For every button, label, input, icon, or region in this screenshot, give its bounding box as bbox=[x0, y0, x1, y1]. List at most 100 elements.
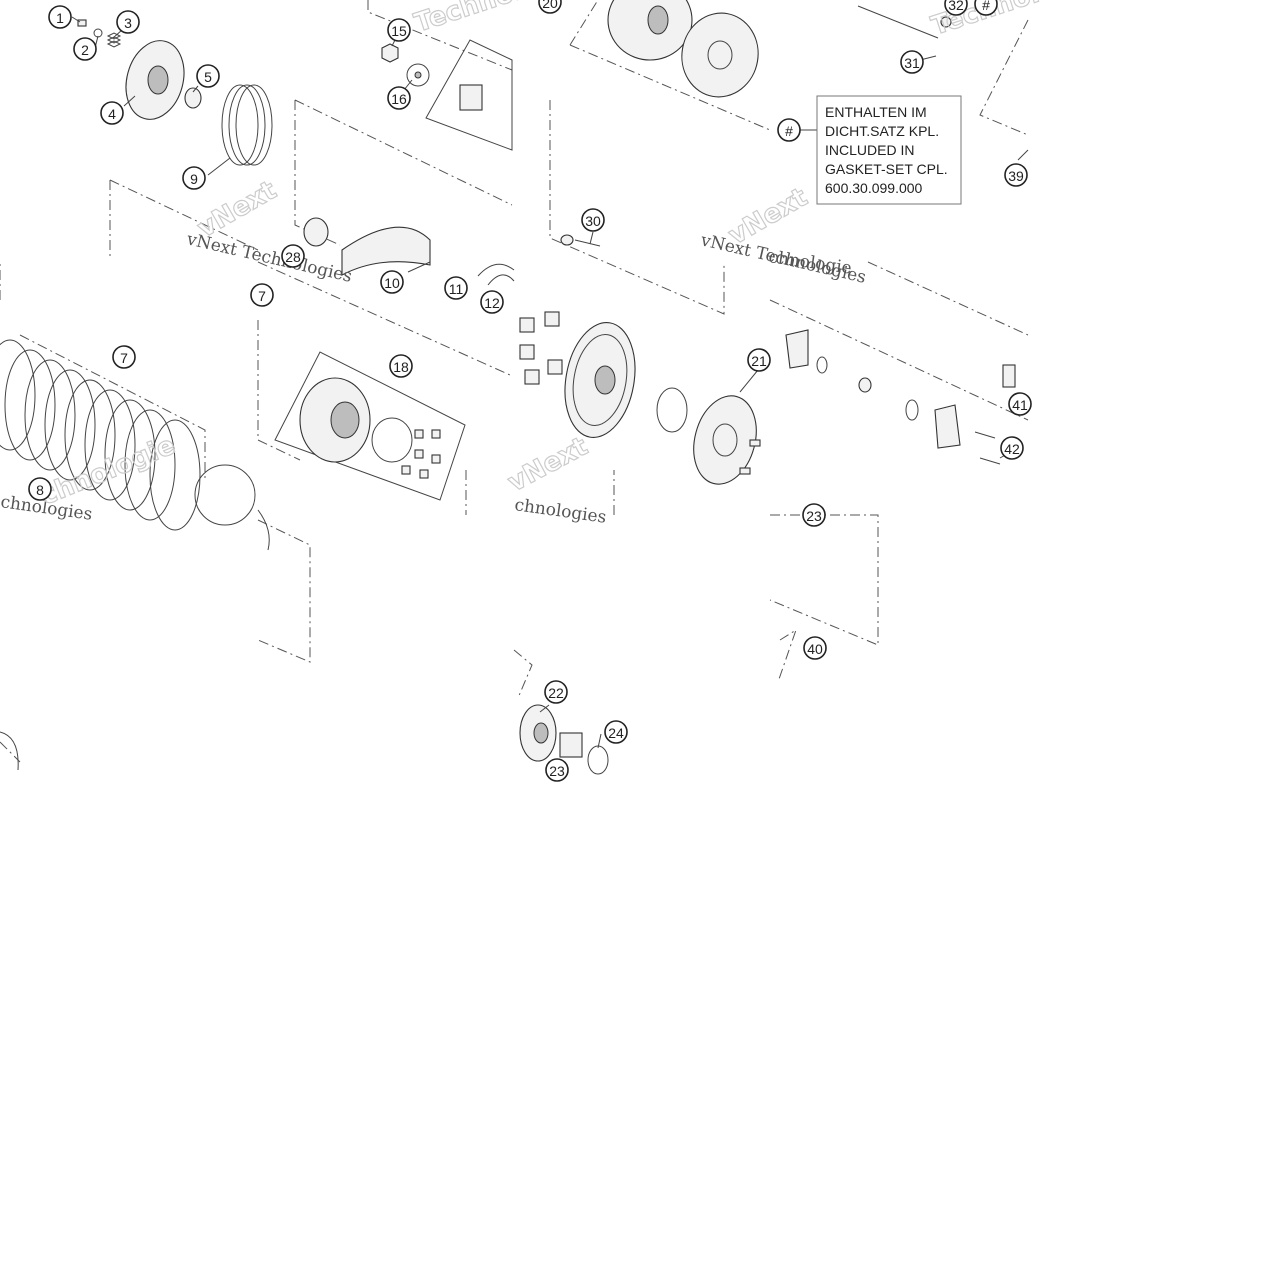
assembly-outlines bbox=[0, 0, 1029, 763]
callout-number: 1 bbox=[56, 10, 64, 26]
gasket-note: ENTHALTEN IM DICHT.SATZ KPL. INCLUDED IN… bbox=[816, 95, 962, 205]
callout-number: 40 bbox=[807, 641, 823, 657]
clutch-drum-part bbox=[341, 226, 431, 276]
callout-c18: 18 bbox=[389, 354, 413, 378]
callout-c31: 31 bbox=[900, 50, 924, 74]
retainer-plate-part bbox=[693, 395, 757, 485]
parts bbox=[0, 0, 1016, 775]
bearing-part bbox=[184, 87, 202, 109]
clutch-plates-part bbox=[0, 334, 256, 531]
callout-circle bbox=[581, 208, 605, 232]
callout-number: 12 bbox=[484, 295, 500, 311]
clutch-pack-top bbox=[221, 84, 273, 166]
callout-circle bbox=[538, 0, 562, 14]
inner-hub-frame bbox=[425, 39, 513, 151]
callout-c3: 3 bbox=[116, 10, 140, 34]
note-line: DICHT.SATZ KPL. bbox=[825, 123, 939, 139]
callout-circle bbox=[747, 348, 771, 372]
callout-circle bbox=[387, 86, 411, 110]
callout-number: 23 bbox=[806, 508, 822, 524]
callout-number: 39 bbox=[1008, 168, 1024, 184]
callout-c22: 22 bbox=[544, 680, 568, 704]
primary-gear-part bbox=[564, 322, 636, 438]
callout-circle bbox=[48, 5, 72, 29]
callout-c8: 8 bbox=[28, 477, 52, 501]
note-line: INCLUDED IN bbox=[825, 142, 914, 158]
callout-number: 5 bbox=[204, 69, 212, 85]
callout-circle bbox=[900, 50, 924, 74]
callout-c30: 30 bbox=[581, 208, 605, 232]
slave-housing-part bbox=[785, 329, 809, 369]
pin-part bbox=[574, 239, 601, 247]
callout-circle bbox=[545, 758, 569, 782]
callout-circle bbox=[28, 477, 52, 501]
callout-circle bbox=[73, 37, 97, 61]
callout-number: 42 bbox=[1004, 441, 1020, 457]
callout-number: 32 bbox=[948, 0, 964, 13]
washer-24-part bbox=[587, 745, 609, 775]
callout-circle bbox=[444, 276, 468, 300]
callout-number: 15 bbox=[391, 23, 407, 39]
callout-c21: 21 bbox=[747, 348, 771, 372]
callout-number: 7 bbox=[120, 350, 128, 366]
callout-circle bbox=[1000, 436, 1024, 460]
callout-circle bbox=[100, 101, 124, 125]
callout-circle bbox=[387, 18, 411, 42]
callout-c20: 20 bbox=[538, 0, 562, 14]
callout-c11: 11 bbox=[444, 276, 468, 300]
callout-number: # bbox=[785, 123, 793, 139]
note-box bbox=[816, 95, 962, 205]
callout-c12: 12 bbox=[480, 290, 504, 314]
callout-circle bbox=[196, 64, 220, 88]
callout-circle bbox=[380, 270, 404, 294]
callout-c10: 10 bbox=[380, 270, 404, 294]
callout-c5: 5 bbox=[196, 64, 220, 88]
callout-number: 28 bbox=[285, 249, 301, 265]
callout-c9: 9 bbox=[182, 166, 206, 190]
callout-c39: 39 bbox=[1004, 163, 1028, 187]
callout-chash1: # bbox=[777, 118, 801, 142]
callout-circle bbox=[182, 166, 206, 190]
watermark-text: vNext bbox=[503, 432, 593, 499]
callout-circle bbox=[1008, 392, 1032, 416]
callout-circle bbox=[389, 354, 413, 378]
callout-c15: 15 bbox=[387, 18, 411, 42]
callout-number: 11 bbox=[449, 281, 464, 297]
hub-frame-18 bbox=[274, 351, 466, 501]
callout-circle bbox=[974, 0, 998, 16]
seal-ring-part bbox=[303, 217, 329, 247]
basket-plate-part bbox=[681, 12, 759, 98]
callout-circle bbox=[480, 290, 504, 314]
callout-c23b: 23 bbox=[802, 503, 826, 527]
callout-circle bbox=[112, 345, 136, 369]
spring-part bbox=[106, 32, 122, 48]
callout-number: 2 bbox=[81, 42, 89, 58]
circlip-12-part bbox=[487, 274, 515, 286]
screw-part bbox=[77, 19, 87, 27]
note-line: ENTHALTEN IM bbox=[825, 104, 927, 120]
callout-circle bbox=[944, 0, 968, 16]
note-line: GASKET-SET CPL. bbox=[825, 161, 948, 177]
watermark-text: chnologie bbox=[36, 430, 179, 511]
washer-16-part bbox=[406, 63, 430, 87]
watermark-text: Technologies bbox=[411, 0, 601, 39]
callout-number: 18 bbox=[393, 359, 409, 375]
callout-number: 22 bbox=[548, 685, 564, 701]
callout-c4: 4 bbox=[100, 101, 124, 125]
callout-number: 10 bbox=[384, 275, 400, 291]
callout-c24: 24 bbox=[604, 720, 628, 744]
callout-c1: 1 bbox=[48, 5, 72, 29]
callout-c2: 2 bbox=[73, 37, 97, 61]
note-line: 600.30.099.000 bbox=[825, 180, 923, 196]
hub-flange-part bbox=[371, 417, 413, 463]
callout-number: 3 bbox=[124, 15, 132, 31]
callout-circle bbox=[802, 503, 826, 527]
callout-circle bbox=[1004, 163, 1028, 187]
callout-number: 4 bbox=[108, 106, 116, 122]
callout-chash2: # bbox=[974, 0, 998, 16]
callout-number: 7 bbox=[258, 288, 266, 304]
callout-number: 16 bbox=[391, 91, 407, 107]
callout-number: 23 bbox=[549, 763, 565, 779]
callout-c7a: 7 bbox=[112, 345, 136, 369]
